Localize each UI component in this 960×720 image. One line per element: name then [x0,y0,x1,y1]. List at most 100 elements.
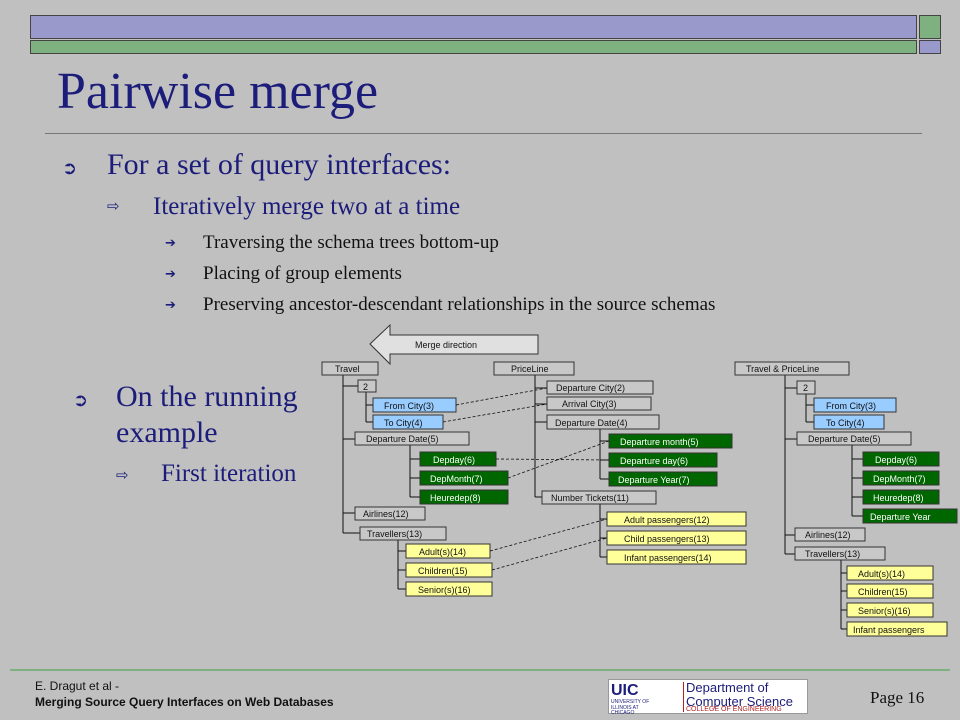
node-priceline-root-label: PriceLine [511,364,549,374]
footer-paper-title: Merging Source Query Interfaces on Web D… [35,695,334,709]
node-travel-adults-label: Adult(s)(14) [419,547,466,557]
logo-college: COLLEGE OF ENGINEERING [686,706,782,713]
node-travel-group2 [357,379,377,393]
node-priceline-root [493,361,575,376]
node-travel-heuredep [419,489,509,505]
bullet-level2: Iteratively merge two at a time [153,193,461,220]
node-merged-seniors [846,602,934,618]
node-merged-airlines [794,527,866,542]
header-square-green [919,15,941,39]
node-travel-depmonth-label: DepMonth(7) [430,474,483,484]
node-travel-root [321,361,379,376]
node-merged-departure-date-label: Departure Date(5) [808,434,881,444]
node-priceline-departure-day [608,452,718,468]
node-merged-departure-year [862,508,958,524]
node-travel-travellers [359,526,447,541]
node-travel-children-label: Children(15) [418,566,468,576]
node-merged-root-label: Travel & PriceLine [746,364,819,374]
bullet-level3: Placing of group elements [203,263,402,284]
node-merged-airlines-label: Airlines(12) [805,530,851,540]
node-merged-root [734,361,850,376]
node-merged-from-city [813,397,897,413]
node-merged-infant [846,621,948,637]
correspondence-lines [442,387,610,571]
node-travel-airlines-label: Airlines(12) [363,509,409,519]
node-priceline-departure-date-label: Departure Date(4) [555,418,628,428]
node-merged-travellers-label: Travellers(13) [805,549,860,559]
footer-divider [10,669,950,671]
node-merged-children [846,583,934,599]
node-merged-departure-year-label: Departure Year [870,512,931,522]
uic-cs-logo: UIC UNIVERSITY OF ILLINOIS AT CHICAGO De… [608,679,808,716]
node-merged-to-city-label: To City(4) [826,418,865,428]
node-merged-group2 [796,380,816,395]
node-priceline-child-passengers-label: Child passengers(13) [624,534,710,544]
node-priceline-arrival-city-label: Arrival City(3) [562,399,617,409]
node-priceline-number-tickets-label: Number Tickets(11) [551,493,629,503]
node-merged-adults [846,565,934,581]
bullet-arrow-icon: ➲ [73,390,89,411]
node-merged-from-city-label: From City(3) [826,401,876,411]
tree-travel [342,375,420,590]
logo-divider [683,682,684,712]
node-travel-seniors-label: Senior(s)(16) [418,585,471,595]
header-bar-green [30,40,917,54]
tree-priceline [534,375,609,558]
node-priceline-infant-passengers-label: Infant passengers(14) [624,553,712,563]
bullet-running-example-line1: On the running [116,380,298,413]
logo-uic-text: UIC [611,682,639,699]
merge-direction-label: Merge direction [415,340,477,350]
node-merged-adults-label: Adult(s)(14) [858,569,905,579]
logo-department: Department of Computer Science [686,681,793,708]
bullet-small-arrow-icon: ➔ [165,236,176,251]
node-travel-airlines [354,506,426,521]
bullet-hollow-arrow-icon: ⇨ [107,197,120,215]
logo-dept-line1: Department of [686,680,769,695]
bullet-first-iteration: First iteration [161,460,297,487]
node-priceline-departure-month-label: Departure month(5) [620,437,699,447]
node-merged-depmonth-label: DepMonth(7) [873,474,926,484]
node-priceline-number-tickets [541,490,657,505]
node-merged-depday-label: Depday(6) [875,455,917,465]
node-merged-depmonth [862,470,940,486]
bullet-small-arrow-icon: ➔ [165,267,176,282]
node-merged-heuredep-label: Heuredep(8) [873,493,924,503]
merge-direction-arrow-icon [369,323,539,366]
node-travel-seniors [405,581,493,597]
page-number: Page 16 [870,688,925,707]
node-travel-from-city-label: From City(3) [384,401,434,411]
footer-author: E. Dragut et al - [35,679,120,693]
node-travel-group2-label: 2 [363,382,368,392]
node-priceline-departure-year-label: Departure Year(7) [618,475,690,485]
node-priceline-infant-passengers [606,549,747,565]
header-bar-blue [30,15,917,39]
bullet-arrow-icon: ➲ [62,158,78,179]
bullet-small-arrow-icon: ➔ [165,298,176,313]
bullet-level1: For a set of query interfaces: [107,148,452,181]
node-merged-infant-label: Infant passengers [853,625,925,635]
bullet-level3: Preserving ancestor-descendant relations… [203,294,716,315]
node-priceline-departure-day-label: Departure day(6) [620,456,688,466]
node-priceline-departure-city [546,380,654,395]
node-travel-travellers-label: Travellers(13) [367,529,422,539]
node-merged-seniors-label: Senior(s)(16) [858,606,911,616]
node-travel-heuredep-label: Heuredep(8) [430,493,481,503]
node-merged-departure-date [796,431,912,446]
logo-dept-line2: Computer Science [686,693,793,709]
slide-title: Pairwise merge [57,63,379,120]
node-merged-children-label: Children(15) [858,587,908,597]
node-merged-depday [862,451,940,467]
node-merged-to-city [813,414,885,430]
header-square-blue [919,40,941,54]
bullet-level3: Traversing the schema trees bottom-up [203,232,499,253]
node-merged-travellers [794,546,886,561]
node-priceline-departure-date [546,414,660,430]
node-travel-departure-date-label: Departure Date(5) [366,434,439,444]
node-priceline-child-passengers [606,530,747,546]
bullet-hollow-arrow-icon: ⇨ [116,466,129,484]
node-travel-depday-label: Depday(6) [433,455,475,465]
node-travel-root-label: Travel [335,364,360,374]
node-merged-heuredep [862,489,940,505]
tree-merged [784,375,863,630]
